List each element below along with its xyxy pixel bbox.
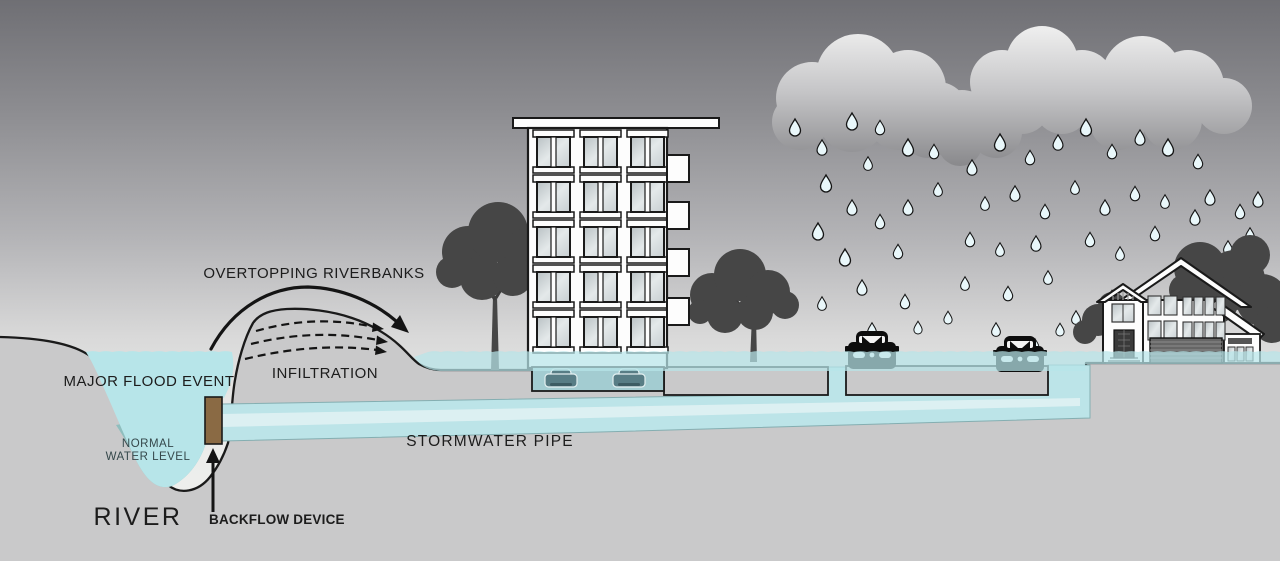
basement-car-icon — [544, 368, 578, 388]
raindrop-icon — [1009, 185, 1021, 202]
raindrop-icon — [856, 279, 868, 296]
building-windows — [532, 129, 669, 354]
label-normal-water-level-1: NORMAL — [122, 438, 174, 450]
raindrop-icon — [838, 248, 852, 267]
raindrop-icon — [1149, 225, 1161, 242]
raindrop-icon — [943, 310, 953, 325]
house — [1073, 235, 1280, 364]
infiltration-arrows — [244, 320, 388, 361]
apartment-building — [512, 117, 720, 392]
label-major-flood-event: MAJOR FLOOD EVENT — [63, 373, 234, 390]
raindrop-icon — [1129, 185, 1141, 202]
label-backflow-device: BACKFLOW DEVICE — [209, 512, 345, 527]
raindrop-icon — [1234, 203, 1246, 220]
raindrop-icon — [933, 182, 943, 197]
arrowhead-icon — [391, 315, 409, 333]
raindrop-icon — [1084, 231, 1096, 248]
pipe-highlight — [222, 398, 1080, 427]
building-balconies — [666, 154, 690, 326]
raindrop-icon — [960, 276, 970, 291]
balcony — [666, 201, 690, 230]
backflow-arrow — [206, 448, 220, 512]
window — [579, 174, 622, 219]
raindrop-icon — [846, 199, 858, 216]
raindrop-icon — [819, 174, 833, 193]
storm-clouds — [772, 26, 1252, 166]
raindrop-icon — [817, 296, 827, 311]
raindrop-icon — [811, 222, 825, 241]
window — [532, 219, 575, 264]
raindrop-icon — [1099, 199, 1111, 216]
raindrop-icon — [1192, 153, 1204, 170]
river-flood-water — [86, 351, 234, 488]
window — [579, 309, 622, 354]
window — [579, 219, 622, 264]
arrowhead-icon — [372, 322, 388, 355]
street-flood-water — [414, 351, 1280, 371]
wing-vent — [1228, 338, 1252, 344]
entrance-gable — [1096, 283, 1150, 303]
basement-car-icon — [612, 368, 646, 388]
tree-icon — [688, 249, 799, 362]
arrowhead-icon — [206, 448, 220, 463]
raindrop-icon — [1039, 203, 1051, 220]
house-windows — [1147, 295, 1226, 341]
raindrop-icon — [1252, 191, 1264, 208]
raindrop-icon — [899, 293, 911, 310]
overtopping-arrow — [209, 285, 409, 351]
label-overtopping-riverbanks: OVERTOPPING RIVERBANKS — [203, 265, 424, 282]
raindrop-icon — [1052, 134, 1064, 151]
cloud-icon — [970, 26, 1114, 134]
tree-icon — [436, 202, 554, 370]
raindrop-icon — [995, 242, 1005, 257]
window — [626, 264, 669, 309]
raindrop-icon — [1055, 322, 1065, 337]
raindrop-icon — [1043, 270, 1053, 285]
window — [626, 219, 669, 264]
raindrop-icon — [913, 320, 923, 335]
balcony — [666, 248, 690, 277]
raindrop-icon — [1070, 180, 1080, 195]
window — [532, 174, 575, 219]
raindrop-icon — [980, 196, 990, 211]
raindrop-icon — [1024, 149, 1036, 166]
raindrop-icon — [1189, 209, 1201, 226]
window — [532, 264, 575, 309]
label-normal-water-level-2: WATER LEVEL — [106, 451, 191, 463]
raindrop-icon — [964, 231, 976, 248]
balcony — [666, 154, 690, 183]
window — [532, 129, 575, 174]
balcony — [666, 297, 690, 326]
raindrop-icon — [1115, 246, 1125, 261]
raindrop-icon — [863, 156, 873, 171]
label-infiltration: INFILTRATION — [272, 365, 378, 382]
backflow-device — [204, 396, 223, 445]
raindrop-icon — [991, 322, 1001, 337]
raindrop-icon — [874, 213, 886, 230]
window — [579, 129, 622, 174]
raindrop-icon — [892, 243, 904, 260]
cloud-icon — [902, 90, 1022, 166]
label-stormwater-pipe: STORMWATER PIPE — [406, 433, 574, 450]
raindrop-icon — [1002, 285, 1014, 302]
window — [626, 174, 669, 219]
raindrop-icon — [902, 199, 914, 216]
window — [579, 264, 622, 309]
label-river: RIVER — [94, 503, 183, 531]
raindrop-icon — [1030, 235, 1042, 252]
raindrop-icon — [1204, 189, 1216, 206]
window — [532, 309, 575, 354]
window — [626, 129, 669, 174]
raindrop-icon — [1160, 194, 1170, 209]
window — [626, 309, 669, 354]
building-cornice — [512, 117, 720, 129]
road-block — [663, 366, 829, 396]
